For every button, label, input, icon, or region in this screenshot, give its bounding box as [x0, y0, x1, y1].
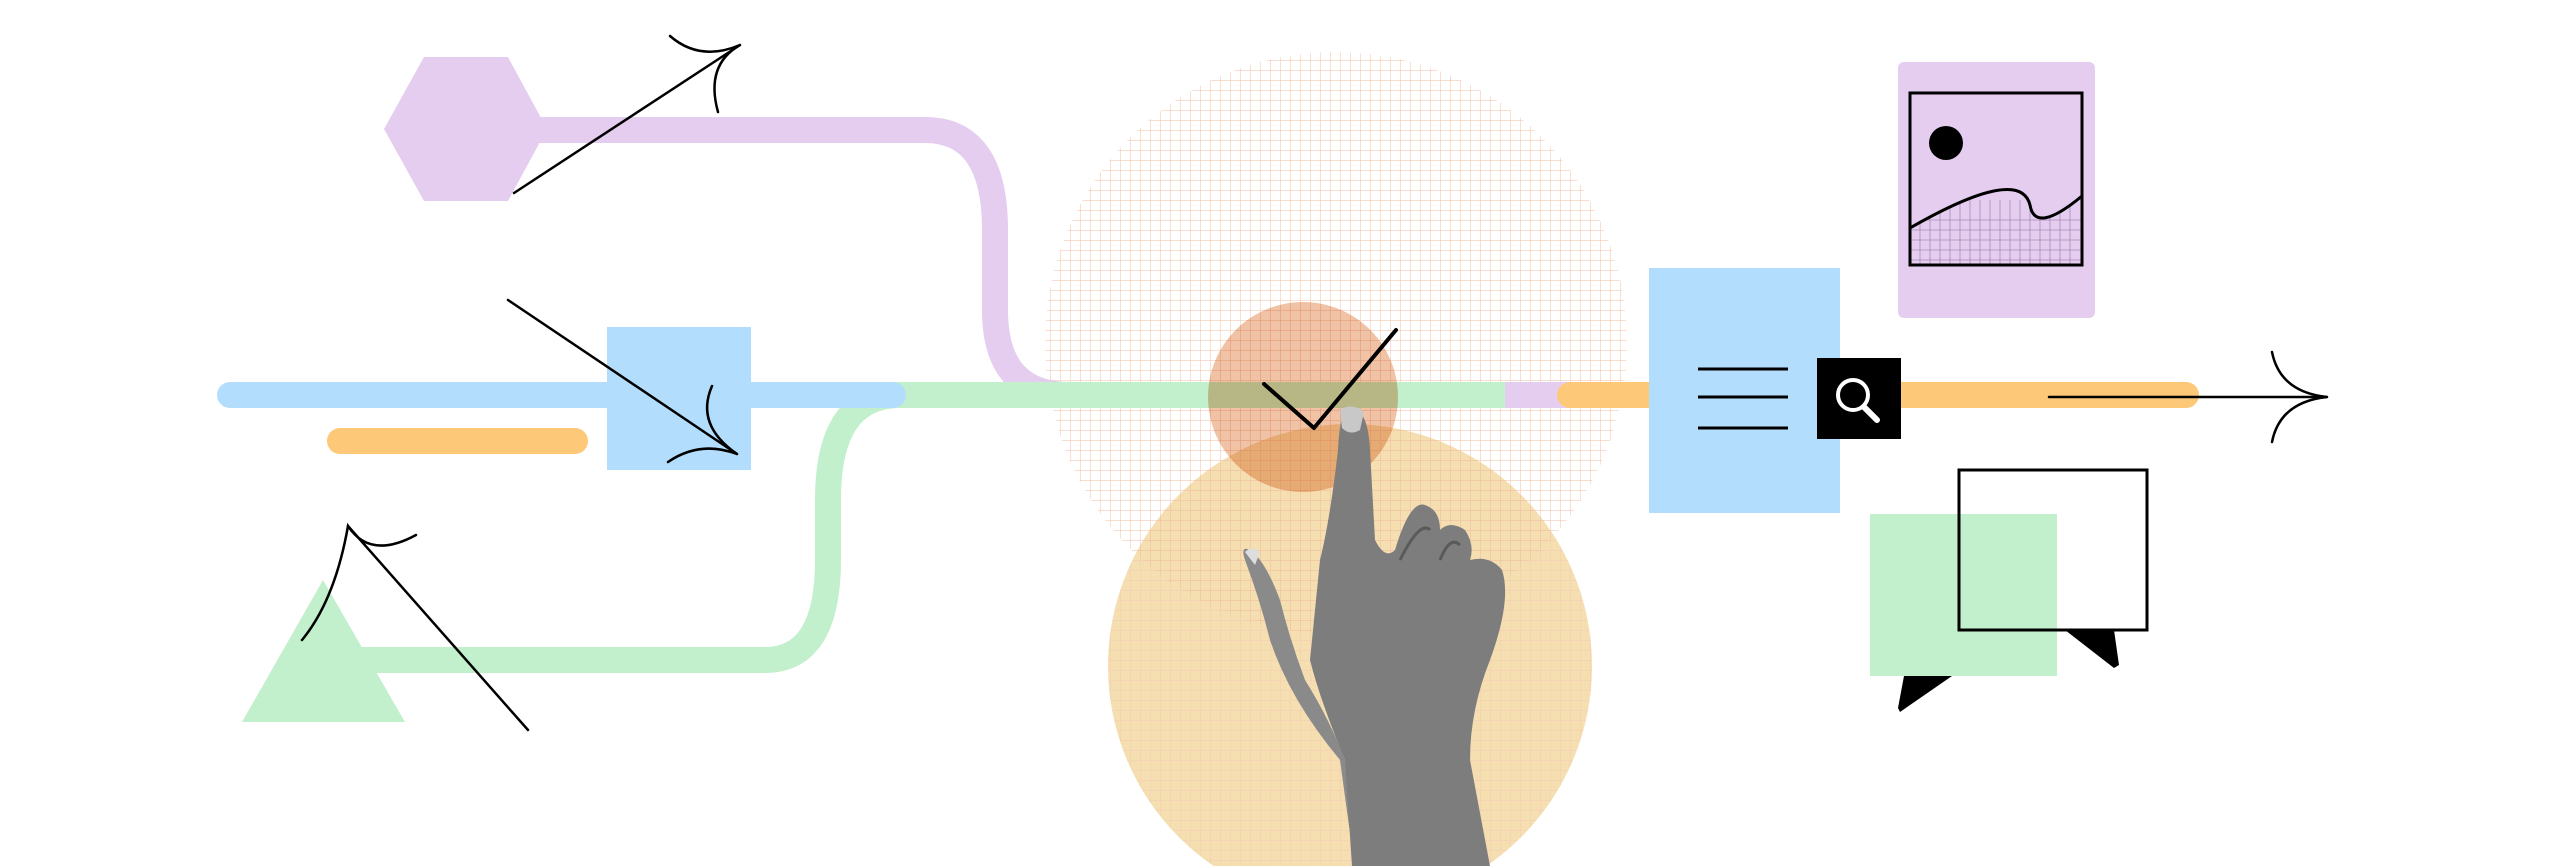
arrow-icon: [506, 298, 739, 464]
arrow-icon: [300, 522, 530, 732]
check-icon: [1262, 328, 1398, 430]
chat-bubbles-icon: [1870, 468, 2149, 712]
hexagon-shape: [384, 57, 547, 201]
arrow-icon: [2047, 350, 2329, 444]
search-icon: [1817, 358, 1901, 439]
document-lines-icon: [1649, 268, 1840, 513]
arrow-icon: [512, 34, 742, 195]
triangle-shape: [242, 580, 405, 722]
pointing-hand-image: [1243, 406, 1506, 866]
image-icon: [1898, 62, 2095, 318]
